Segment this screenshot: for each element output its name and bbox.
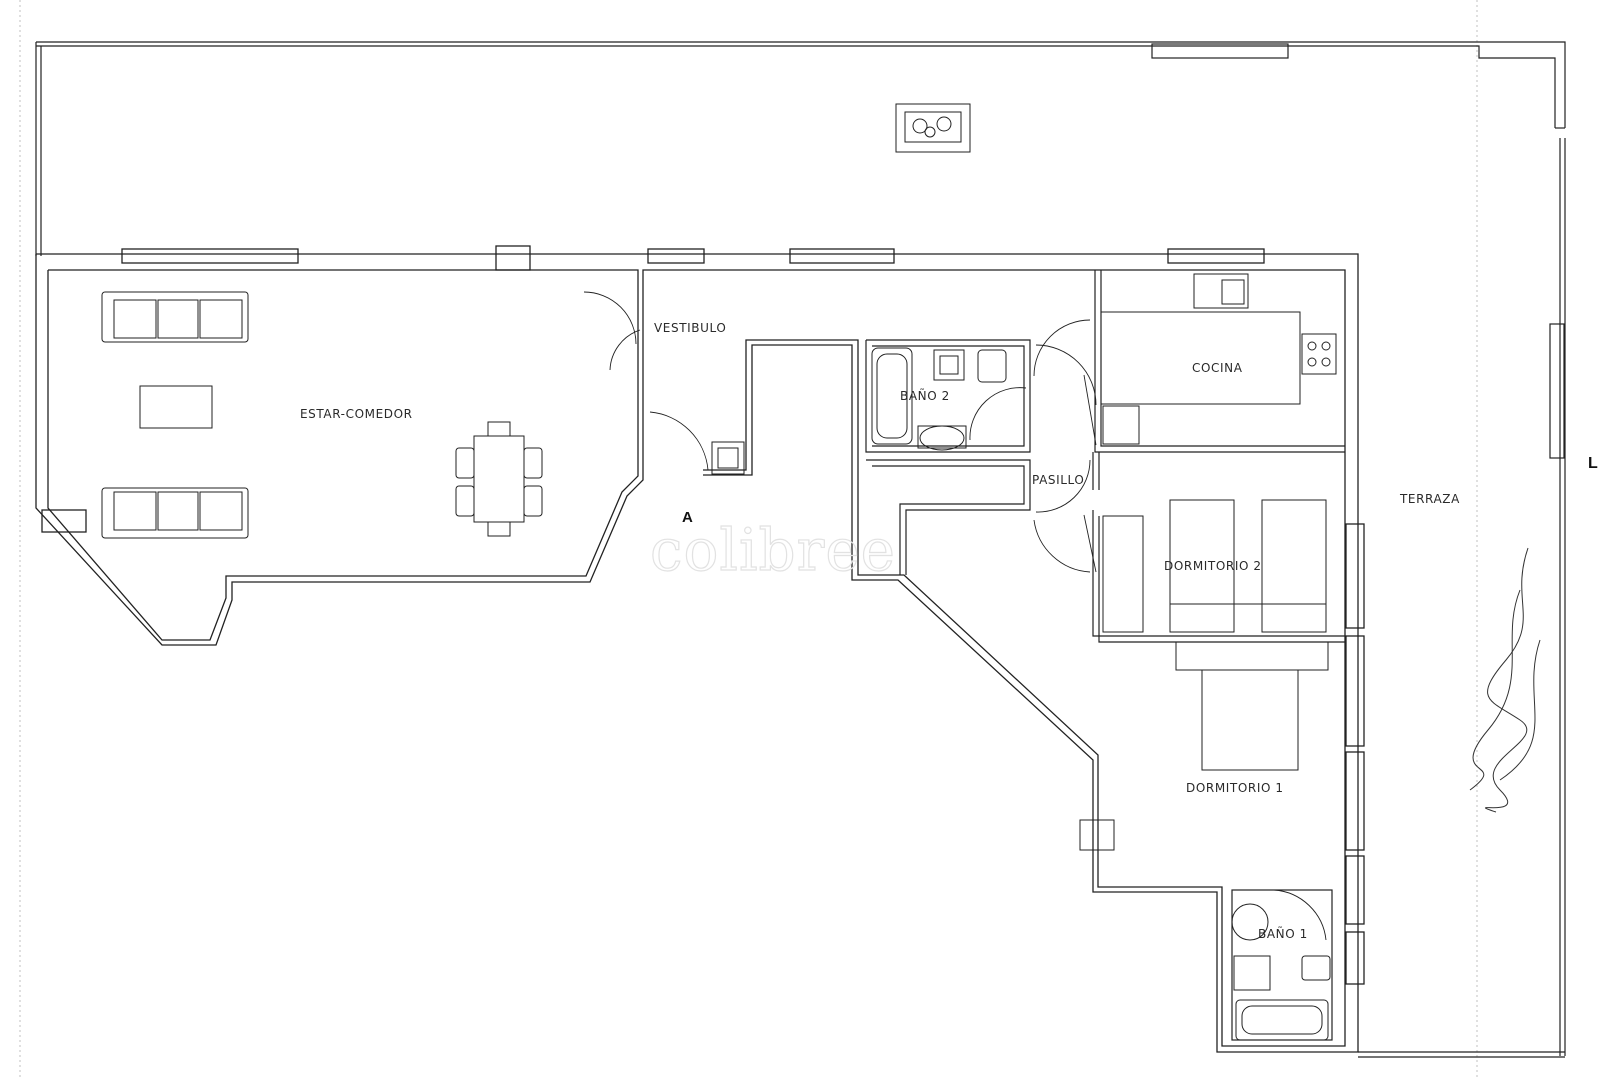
dining-table-icon xyxy=(455,421,543,537)
watermark: colibree xyxy=(650,516,896,584)
sofa-icon xyxy=(101,291,249,539)
door-swing-icon xyxy=(583,291,1327,941)
room-label-cocina: COCINA xyxy=(1192,361,1243,375)
sheet-border xyxy=(19,0,1478,1080)
cooktop-icon xyxy=(1301,333,1337,375)
room-label-terraza: TERRAZA xyxy=(1399,492,1460,506)
signature-icon xyxy=(1469,547,1541,813)
fireplace-icon xyxy=(895,103,971,153)
room-label-dormitorio-1: DORMITORIO 1 xyxy=(1186,781,1284,795)
kitchen-counter xyxy=(1101,311,1301,445)
unit-label: A xyxy=(682,509,693,526)
kitchen-sink-icon xyxy=(1193,273,1249,309)
bath-1-fixtures xyxy=(1231,903,1331,1041)
room-label-pasillo: PASILLO xyxy=(1032,473,1084,487)
interior-walls xyxy=(865,270,1345,1041)
bathtub-icon xyxy=(871,347,913,445)
exterior-walls xyxy=(35,245,1365,1053)
room-label-bano-2: BAÑO 2 xyxy=(900,388,950,403)
vestibule-cabinet xyxy=(711,441,745,475)
bed-icon xyxy=(1102,499,1327,633)
room-label-dormitorio-2: DORMITORIO 2 xyxy=(1164,559,1262,573)
toilet-icon xyxy=(933,349,965,381)
edge-letter: L xyxy=(1588,455,1598,472)
room-label-vestibulo: VESTIBULO xyxy=(654,321,726,335)
terrace-boundary xyxy=(35,41,1566,1058)
coffee-table-icon xyxy=(139,385,213,429)
bed-icon xyxy=(1079,641,1329,851)
room-label-estar-comedor: ESTAR-COMEDOR xyxy=(300,407,413,421)
washbasin-icon xyxy=(917,425,967,451)
room-label-bano-1: BAÑO 1 xyxy=(1258,926,1308,941)
bidet-icon xyxy=(977,349,1007,383)
